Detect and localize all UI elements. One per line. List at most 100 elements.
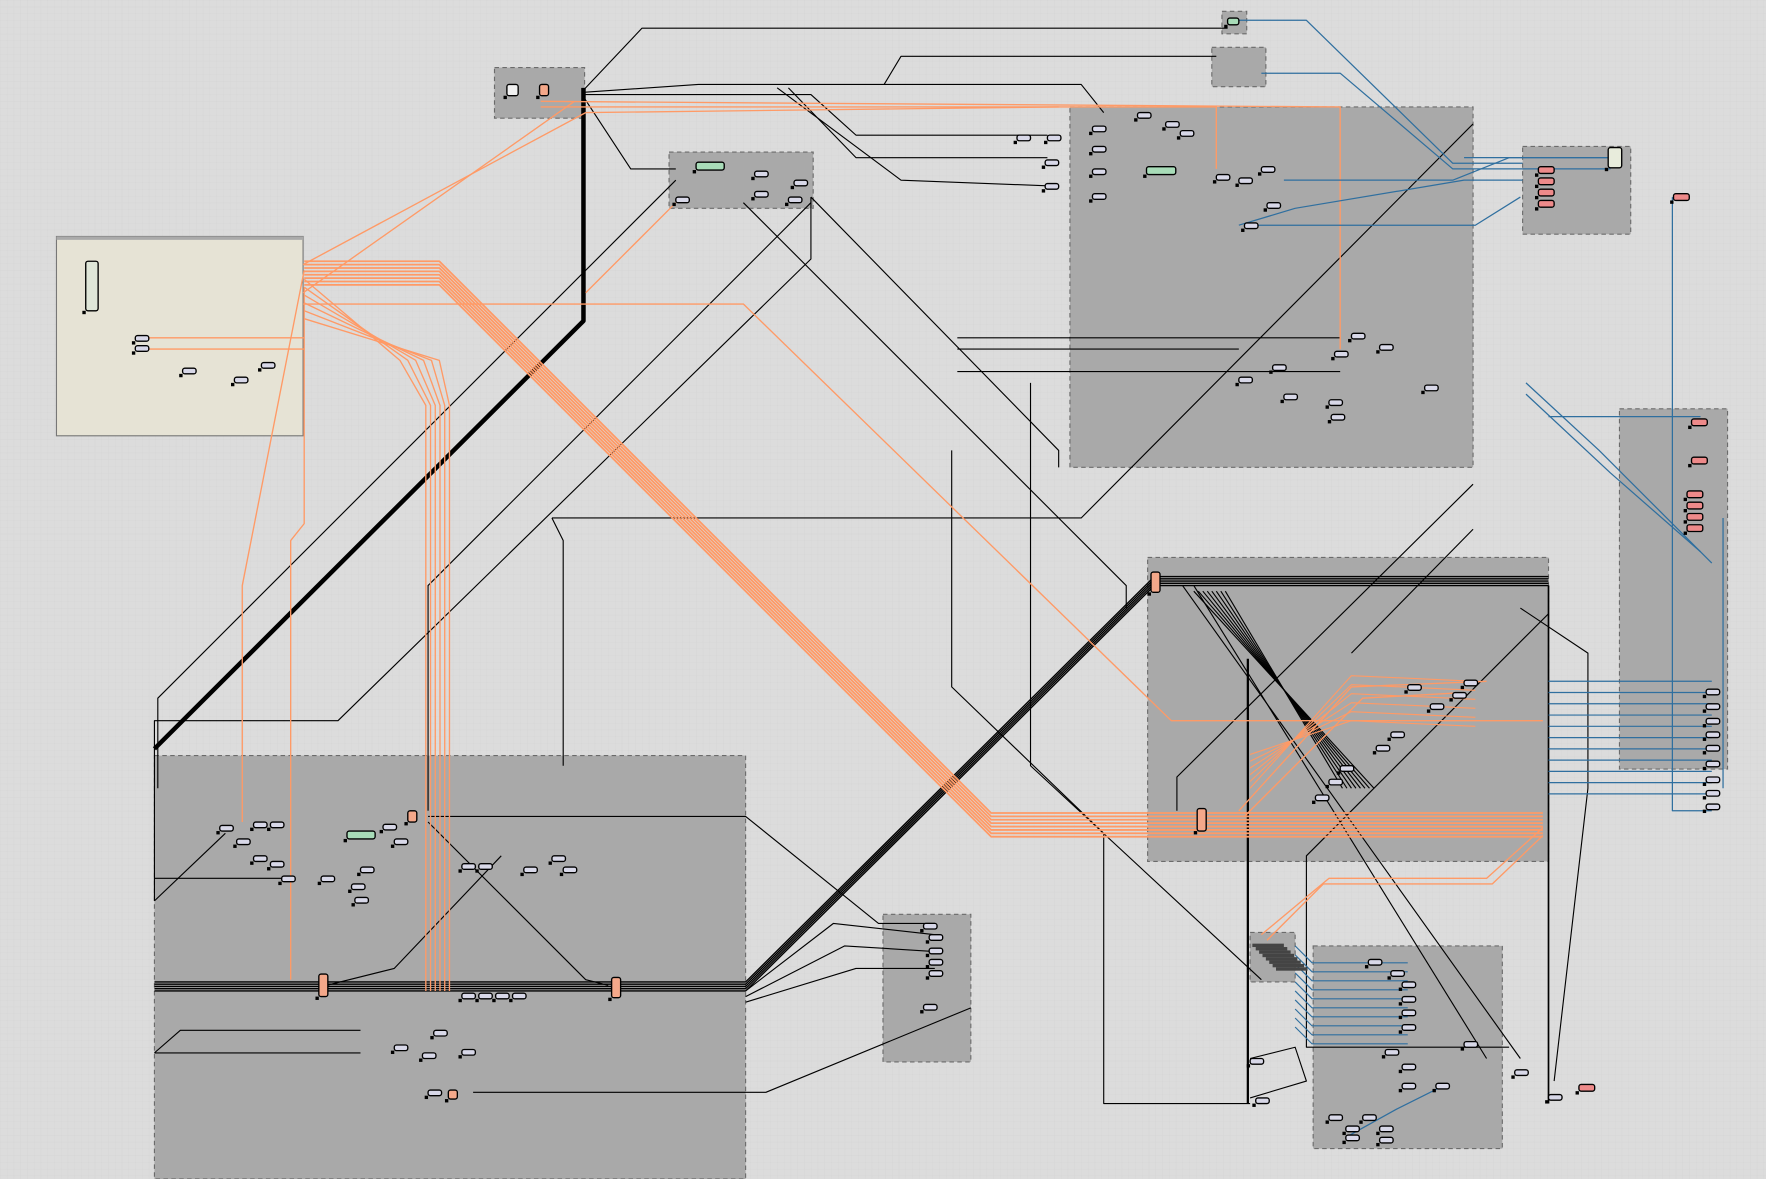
component[interactable] xyxy=(1271,364,1287,372)
component[interactable] xyxy=(922,922,938,930)
component[interactable] xyxy=(1463,679,1479,687)
component[interactable] xyxy=(320,875,336,883)
component[interactable] xyxy=(753,190,769,198)
component[interactable] xyxy=(1164,120,1180,128)
component[interactable] xyxy=(1463,1040,1479,1048)
component[interactable] xyxy=(1283,393,1299,401)
component[interactable] xyxy=(1401,1082,1417,1090)
error-component[interactable] xyxy=(1578,1083,1596,1092)
component[interactable] xyxy=(1378,1136,1394,1144)
component[interactable] xyxy=(1339,765,1355,773)
component[interactable] xyxy=(1705,731,1721,739)
component[interactable] xyxy=(134,345,150,353)
component[interactable] xyxy=(235,838,251,846)
component[interactable] xyxy=(1255,1097,1270,1105)
component[interactable] xyxy=(1249,1057,1265,1065)
component[interactable] xyxy=(1401,1024,1417,1032)
component[interactable] xyxy=(1016,134,1032,142)
component[interactable] xyxy=(1350,332,1366,340)
error-component[interactable] xyxy=(1686,490,1704,499)
component[interactable] xyxy=(494,992,510,1000)
error-component[interactable] xyxy=(1686,512,1704,521)
source-component[interactable] xyxy=(1150,571,1161,593)
component[interactable] xyxy=(1705,703,1721,711)
component[interactable] xyxy=(382,823,398,831)
component[interactable] xyxy=(1091,168,1107,176)
component[interactable] xyxy=(1401,981,1417,989)
group-box[interactable] xyxy=(882,913,972,1063)
component[interactable] xyxy=(511,992,527,1000)
component[interactable] xyxy=(1547,1093,1563,1101)
component[interactable] xyxy=(928,933,944,941)
component[interactable] xyxy=(1378,343,1394,351)
stacked-component[interactable] xyxy=(1276,967,1308,971)
component[interactable] xyxy=(787,196,803,204)
component[interactable] xyxy=(134,334,150,342)
component[interactable] xyxy=(1266,202,1282,209)
component[interactable] xyxy=(350,883,366,891)
component[interactable] xyxy=(922,1003,938,1011)
component[interactable] xyxy=(1407,683,1422,691)
component[interactable] xyxy=(1328,778,1344,786)
error-component[interactable] xyxy=(1690,456,1708,465)
stacked-component[interactable] xyxy=(1265,957,1298,961)
component[interactable] xyxy=(1705,776,1721,784)
component[interactable] xyxy=(1226,17,1240,26)
component[interactable] xyxy=(252,821,268,829)
source-component[interactable] xyxy=(447,1089,459,1100)
component[interactable] xyxy=(461,1048,477,1056)
component[interactable] xyxy=(269,821,285,829)
component[interactable] xyxy=(1091,145,1107,153)
component[interactable] xyxy=(478,863,493,871)
param-component[interactable] xyxy=(506,83,519,97)
stacked-component[interactable] xyxy=(1272,963,1305,968)
error-component[interactable] xyxy=(1537,199,1555,208)
component[interactable] xyxy=(1390,970,1406,977)
component[interactable] xyxy=(1328,1114,1344,1122)
component[interactable] xyxy=(1260,165,1276,173)
component[interactable] xyxy=(427,1089,443,1097)
component[interactable] xyxy=(523,866,538,874)
component[interactable] xyxy=(1044,159,1060,167)
source-component[interactable] xyxy=(538,83,550,97)
component[interactable] xyxy=(1243,222,1259,230)
component[interactable] xyxy=(478,992,493,1000)
error-component[interactable] xyxy=(1537,165,1555,175)
component[interactable] xyxy=(562,866,578,874)
slider-component[interactable] xyxy=(1145,165,1177,176)
component[interactable] xyxy=(393,1044,409,1052)
component[interactable] xyxy=(219,824,234,832)
component[interactable] xyxy=(928,947,944,955)
component[interactable] xyxy=(1514,1069,1529,1077)
component[interactable] xyxy=(1367,958,1383,966)
component[interactable] xyxy=(1314,794,1330,802)
component[interactable] xyxy=(1136,111,1152,119)
error-component[interactable] xyxy=(1690,418,1708,427)
component[interactable] xyxy=(1705,744,1721,752)
component[interactable] xyxy=(551,855,567,863)
component[interactable] xyxy=(1435,1082,1451,1090)
slider-component[interactable] xyxy=(695,161,725,171)
slider-component[interactable] xyxy=(346,830,376,840)
source-component[interactable] xyxy=(1196,807,1207,832)
component[interactable] xyxy=(1345,1134,1361,1142)
stacked-component[interactable] xyxy=(1252,943,1284,948)
component[interactable] xyxy=(1333,350,1349,358)
component[interactable] xyxy=(1238,177,1254,185)
component[interactable] xyxy=(1345,1125,1361,1133)
component[interactable] xyxy=(1046,134,1062,142)
group-box[interactable] xyxy=(1069,106,1474,468)
component[interactable] xyxy=(1401,1063,1417,1071)
component[interactable] xyxy=(1705,688,1721,696)
error-component[interactable] xyxy=(1686,501,1704,510)
component[interactable] xyxy=(421,1052,437,1060)
component[interactable] xyxy=(1390,731,1406,739)
component[interactable] xyxy=(233,376,249,384)
component[interactable] xyxy=(281,875,296,883)
component[interactable] xyxy=(1330,413,1346,421)
stacked-component[interactable] xyxy=(1262,953,1295,958)
component[interactable] xyxy=(461,863,477,871)
component[interactable] xyxy=(1362,1114,1377,1122)
component[interactable] xyxy=(1401,995,1417,1003)
component[interactable] xyxy=(354,896,370,904)
